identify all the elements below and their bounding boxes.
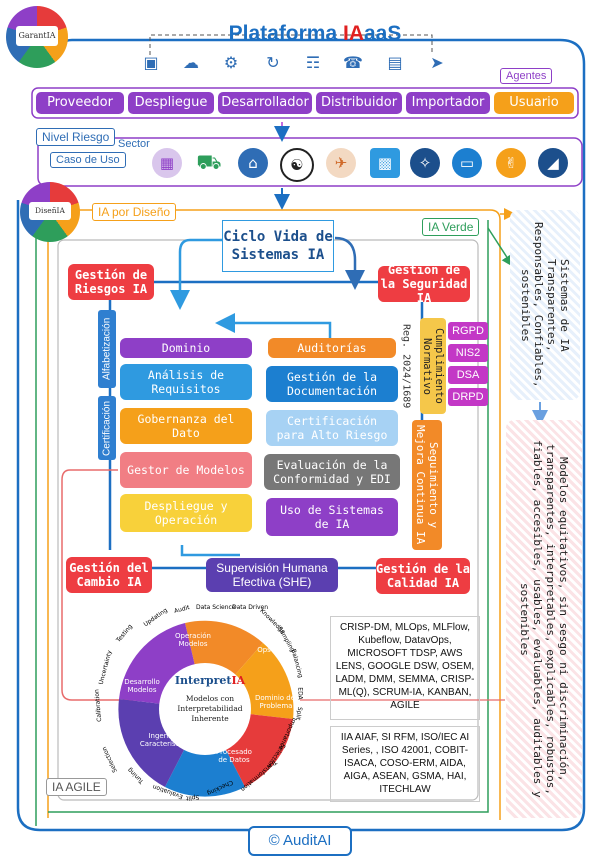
ia-agile-label: IA AGILE bbox=[46, 778, 107, 796]
agente-importador[interactable]: Importador bbox=[406, 92, 490, 114]
agente-distribuidor[interactable]: Distribuidor bbox=[316, 92, 402, 114]
interpretia-title: InterpretIA bbox=[174, 674, 246, 687]
gestion-documentacion[interactable]: Gestión de la Documentación bbox=[266, 366, 398, 402]
certificacion-alto-riesgo[interactable]: Certificación para Alto Riesgo bbox=[266, 410, 398, 446]
garantia-logo-text: GarantIA bbox=[16, 26, 58, 46]
gestion-calidad[interactable]: Gestión de la Calidad IA bbox=[376, 558, 470, 594]
agente-desarrollador[interactable]: Desarrollador bbox=[218, 92, 312, 114]
ring-word: Data Driven bbox=[232, 604, 269, 611]
auditorias-header: Auditorías bbox=[268, 338, 396, 358]
agente-usuario[interactable]: Usuario bbox=[494, 92, 574, 114]
ia-verde-label: IA Verde bbox=[422, 218, 480, 236]
agente-proveedor[interactable]: Proveedor bbox=[36, 92, 124, 114]
home-icon[interactable]: ⌂ bbox=[238, 148, 268, 178]
building-icon[interactable]: ▦ bbox=[152, 148, 182, 178]
bank-icon[interactable]: ☯ bbox=[280, 148, 314, 182]
gestion-riesgos[interactable]: Gestión de Riesgos IA bbox=[68, 264, 154, 300]
agentes-label: Agentes bbox=[500, 68, 553, 84]
phone-icon: ☎ bbox=[343, 53, 363, 72]
interpretia-subtitle: Modelos con Interpretabilidad Inherente bbox=[177, 694, 243, 723]
methods-box: CRISP-DM, MLOps, MLFlow, Kubeflow, Datav… bbox=[330, 616, 480, 720]
cloud-icon: ☁ bbox=[183, 53, 199, 72]
disenia-logo: DiseñIA bbox=[20, 182, 80, 242]
gestion-cambio[interactable]: Gestión del Cambio IA bbox=[66, 557, 152, 593]
alfabetizacion-label: Alfabetización bbox=[98, 310, 116, 388]
handshake-icon[interactable]: ✌ bbox=[496, 148, 526, 178]
frameworks-box: IIA AIAF, SI RFM, ISO/IEC AI Series, , I… bbox=[330, 726, 480, 802]
plane-icon[interactable]: ✈ bbox=[326, 148, 356, 178]
ciclo-vida-box: Ciclo Vida de Sistemas IA bbox=[222, 220, 334, 272]
monitor-icon: ▣ bbox=[143, 53, 159, 72]
ia-por-diseno-label: IA por Diseño bbox=[92, 203, 177, 221]
servers-icon: ▤ bbox=[387, 53, 403, 72]
drpd-chip[interactable]: DRPD bbox=[448, 388, 488, 406]
agente-despliegue[interactable]: Despliegue bbox=[128, 92, 214, 114]
dominio-header: Dominio bbox=[120, 338, 252, 358]
reg-2024-1689: Reg. 2024/1689 bbox=[400, 323, 412, 409]
dsa-chip[interactable]: DSA bbox=[448, 366, 488, 384]
disenia-logo-text: DiseñIA bbox=[29, 202, 71, 220]
tower-icon[interactable]: ✧ bbox=[410, 148, 440, 178]
seg-label-ops: Ops bbox=[257, 646, 271, 654]
signpost-icon: ➤ bbox=[430, 53, 444, 72]
monitor-icon[interactable]: ▭ bbox=[452, 148, 482, 178]
seg-label-procesado: Procesado de Datos bbox=[216, 748, 252, 764]
graduation-icon[interactable]: ◢ bbox=[538, 148, 568, 178]
interpretia-wheel bbox=[118, 620, 294, 797]
evaluacion-conformidad[interactable]: Evaluación de la Conformidad y EDI bbox=[264, 454, 400, 490]
truck-icon[interactable]: ⛟ bbox=[194, 148, 224, 178]
uso-sistemas-ia[interactable]: Uso de Sistemas de IA bbox=[266, 498, 398, 536]
despliegue-operacion[interactable]: Despliegue y Operación bbox=[120, 494, 252, 532]
cumplimiento-normativo[interactable]: Cumplimiento Normativo bbox=[420, 318, 446, 414]
panel-modelos: Modelos equitativos, sin sesgo ni discri… bbox=[506, 420, 582, 818]
rgpd-chip[interactable]: RGPD bbox=[448, 322, 488, 340]
hand-gear-icon: ⚙ bbox=[223, 53, 239, 72]
refresh-icon: ↻ bbox=[266, 53, 280, 72]
analisis-requisitos[interactable]: Análisis de Requisitos bbox=[120, 364, 252, 400]
ring-word: Split bbox=[185, 793, 200, 802]
supervision-humana[interactable]: Supervisión Humana Efectiva (SHE) bbox=[206, 558, 338, 592]
page-title: Plataforma IAaaS bbox=[228, 22, 402, 45]
nis2-chip[interactable]: NIS2 bbox=[448, 344, 488, 362]
nivel-riesgo-label: Nivel Riesgo bbox=[36, 128, 116, 146]
seguimiento-mejora[interactable]: Seguimiento y Mejora Continua IA bbox=[412, 420, 442, 550]
ring-word: EDA bbox=[296, 687, 304, 700]
laptop-icon[interactable]: ▩ bbox=[370, 148, 400, 178]
gobernanza-dato[interactable]: Gobernanza del Dato bbox=[120, 408, 252, 444]
footer-audital: © AuditAI bbox=[248, 826, 352, 856]
network-icon: ☶ bbox=[305, 53, 321, 72]
gestion-seguridad[interactable]: Gestión de la Seguridad IA bbox=[378, 263, 470, 305]
caso-uso-label: Caso de Uso bbox=[50, 152, 126, 168]
seg-label-operacion: Operación Modelos bbox=[175, 632, 211, 648]
seg-label-dominio: Dominio del Problema bbox=[254, 694, 298, 710]
certificacion-label: Certificación bbox=[98, 396, 116, 460]
seg-label-ingenieria: Ingeniería Características bbox=[139, 732, 193, 748]
ring-word: Data Science bbox=[196, 604, 236, 611]
sector-label: Sector bbox=[118, 138, 150, 150]
seg-label-desarrollo: Desarrollo Modelos bbox=[124, 678, 160, 694]
panel-sistemas-ia: Sistemas de IA Transparentes, Responsabl… bbox=[510, 210, 580, 400]
garantia-logo: GarantIA bbox=[6, 6, 68, 68]
gestor-modelos[interactable]: Gestor de Modelos bbox=[120, 452, 252, 488]
